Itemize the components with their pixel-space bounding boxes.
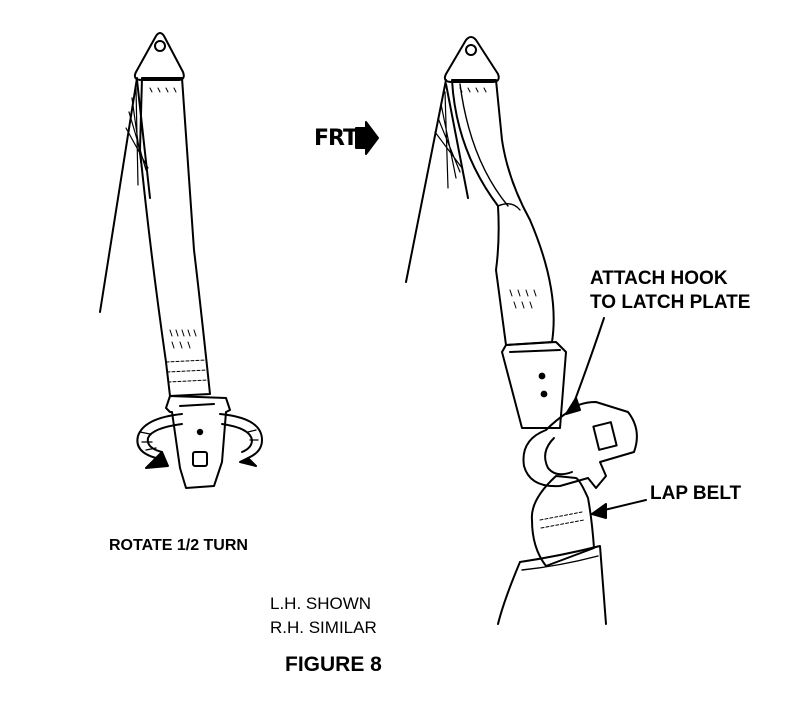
curved-rotation-arrow-icon — [136, 413, 263, 469]
left-pillar-line — [99, 77, 138, 313]
attach-hook-label-line2: TO LATCH PLATE — [590, 292, 751, 313]
right-pillar-line — [405, 79, 447, 283]
attach-hook-label-line1: ATTACH HOOK — [590, 268, 728, 289]
left-latch-plate — [165, 395, 231, 489]
buckle — [522, 401, 638, 489]
left-belt-assembly — [99, 32, 263, 489]
right-belt-assembly — [405, 36, 647, 625]
lap-belt-label: LAP BELT — [650, 483, 742, 504]
figure-caption: FIGURE 8 — [285, 653, 382, 676]
left-webbing — [139, 77, 211, 397]
right-latch-holder — [501, 341, 567, 429]
right-anchor-bolt — [465, 44, 477, 56]
latch-plate-slot — [592, 421, 618, 451]
left-latch-slot — [192, 451, 208, 467]
pointer-arrow-icon — [571, 317, 605, 409]
right-arrow-icon — [355, 121, 379, 155]
rotate-instruction-label: ROTATE 1/2 TURN — [109, 537, 248, 554]
front-direction-label: FRT — [314, 126, 358, 151]
rh-similar-label: R.H. SIMILAR — [270, 618, 377, 637]
lh-shown-label: L.H. SHOWN — [270, 594, 372, 613]
right-anchor-bracket — [443, 36, 500, 83]
lap-belt — [530, 475, 595, 567]
left-anchor-bracket — [133, 32, 185, 81]
seat-edge — [497, 561, 521, 625]
left-anchor-bolt — [154, 40, 166, 52]
